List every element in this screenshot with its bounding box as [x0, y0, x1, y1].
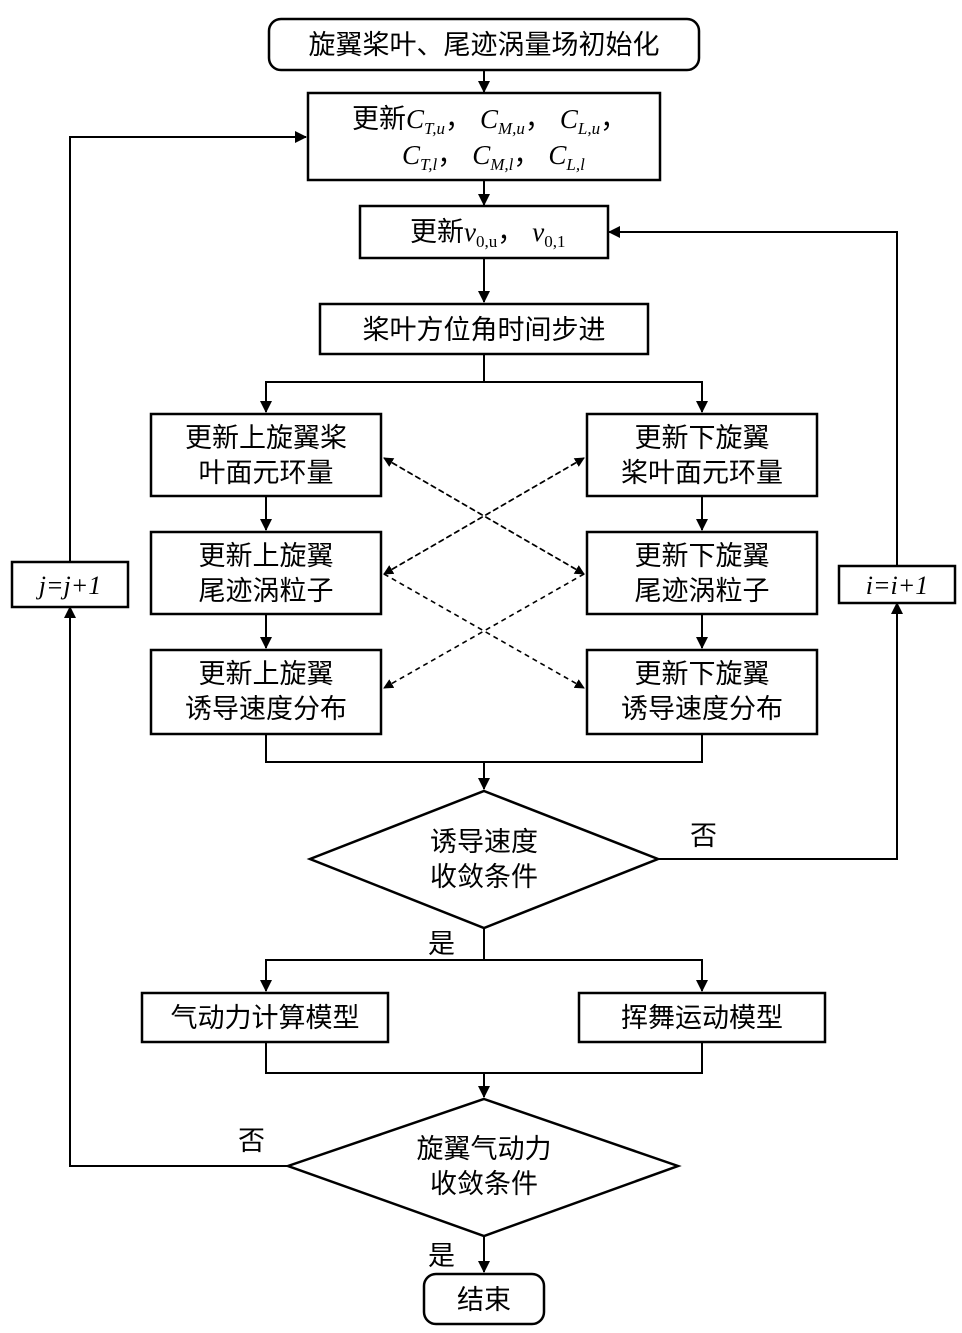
aero-conv-diamond — [284, 1097, 682, 1238]
node-lower-circ: 更新下旋翼 桨叶面元环量 — [585, 412, 819, 498]
node-upper-wake: 更新上旋翼 尾迹涡粒子 — [149, 530, 383, 616]
upper-circ-line1: 更新上旋翼桨 — [185, 423, 347, 453]
init-label: 旋翼桨叶、尾迹涡量场初始化 — [309, 30, 660, 60]
end-terminal — [422, 1272, 546, 1326]
aero-yes-label: 是 — [428, 1241, 455, 1271]
dash-upper-wake-to-lower-circ — [383, 457, 585, 575]
lower-wake-line1: 更新下旋翼 — [635, 541, 770, 571]
j-counter-box — [10, 560, 130, 609]
lower-circ-line1: 更新下旋翼 — [635, 423, 770, 453]
node-lower-induced: 更新下旋翼 诱导速度分布 — [585, 648, 819, 736]
time-step-label: 桨叶方位角时间步进 — [363, 315, 606, 345]
upper-induced-box — [149, 648, 383, 736]
dash-upper-circ-to-lower-wake — [383, 457, 585, 575]
lower-wake-line2: 尾迹涡粒子 — [635, 576, 770, 606]
node-i-counter: i=i+1 — [837, 564, 957, 605]
upper-wake-box — [149, 530, 383, 616]
update-coeffs-prefix: 更新 — [352, 104, 406, 134]
node-upper-induced: 更新上旋翼 诱导速度分布 — [149, 648, 383, 736]
update-v0-box — [358, 204, 610, 260]
node-end: 结束 — [422, 1272, 546, 1326]
upper-wake-line2: 尾迹涡粒子 — [199, 576, 334, 606]
node-update-v0: 更新v0,u，v0,1 — [358, 204, 610, 260]
arrow-induced-no — [658, 602, 903, 860]
update-coeffs-line1: 更新CT,u，CM,u，CL,u， — [352, 104, 627, 138]
lower-induced-box — [585, 648, 819, 736]
arrow-i-loop-back — [608, 226, 898, 566]
lower-circ-line2: 桨叶面元环量 — [621, 458, 783, 488]
end-label: 结束 — [457, 1285, 511, 1315]
induced-conv-diamond — [306, 789, 662, 930]
j-counter-label: j=j+1 — [36, 571, 102, 600]
upper-induced-line1: 更新上旋翼 — [199, 659, 334, 689]
merge-models — [265, 1042, 703, 1074]
init-terminal — [267, 17, 701, 72]
induced-yes-label: 是 — [428, 929, 455, 959]
node-aero-conv: 旋翼气动力 收敛条件 — [284, 1097, 682, 1238]
arrow-yes-to-aero — [260, 928, 485, 992]
upper-wake-line1: 更新上旋翼 — [199, 541, 334, 571]
node-j-counter: j=j+1 — [10, 560, 130, 609]
arrow-step-to-upper — [260, 354, 485, 413]
node-aero-model: 气动力计算模型 — [140, 991, 390, 1044]
flap-model-box — [577, 991, 827, 1044]
arrow-yes-to-flap — [484, 959, 708, 992]
connectors — [64, 70, 903, 1273]
lower-circ-box — [585, 412, 819, 498]
dash-lower-circ-to-upper-wake — [383, 457, 585, 575]
induced-conv-line2: 收敛条件 — [430, 862, 538, 892]
upper-circ-line2: 叶面元环量 — [199, 458, 334, 488]
i-counter-box — [837, 564, 957, 605]
arrow-j-loop-back — [69, 131, 307, 562]
lower-induced-line1: 更新下旋翼 — [635, 659, 770, 689]
aero-model-label: 气动力计算模型 — [171, 1003, 360, 1033]
node-flap-model: 挥舞运动模型 — [577, 991, 827, 1044]
aero-model-box — [140, 991, 390, 1044]
induced-conv-line1: 诱导速度 — [430, 827, 538, 857]
coupling-arrows — [383, 457, 585, 689]
induced-no-label: 否 — [690, 821, 717, 851]
node-lower-wake: 更新下旋翼 尾迹涡粒子 — [585, 530, 819, 616]
aero-no-label: 否 — [238, 1126, 265, 1156]
dash-upper-wake-to-lower-induced — [383, 573, 585, 689]
lower-wake-box — [585, 530, 819, 616]
aero-conv-line2: 收敛条件 — [430, 1169, 538, 1199]
dash-lower-wake-to-upper-induced — [383, 573, 585, 689]
node-time-step: 桨叶方位角时间步进 — [318, 302, 650, 356]
upper-induced-line2: 诱导速度分布 — [185, 694, 347, 724]
arrow-aero-no — [64, 606, 288, 1167]
arrow-step-to-lower — [484, 381, 708, 413]
merge-induced — [265, 734, 703, 763]
aero-conv-line1: 旋翼气动力 — [417, 1134, 552, 1164]
i-counter-label: i=i+1 — [866, 571, 929, 600]
flap-model-label: 挥舞运动模型 — [621, 1003, 783, 1033]
upper-circ-box — [149, 412, 383, 498]
update-v0-label: 更新v0,u，v0,1 — [410, 217, 565, 251]
node-induced-conv: 诱导速度 收敛条件 — [306, 789, 662, 930]
dash-lower-wake-to-upper-circ — [383, 457, 585, 575]
time-step-box — [318, 302, 650, 356]
lower-induced-line2: 诱导速度分布 — [621, 694, 783, 724]
update-coeffs-line2: CT,l，CM,l，CL,l — [402, 140, 585, 174]
node-upper-circ: 更新上旋翼桨 叶面元环量 — [149, 412, 383, 498]
node-update-coeffs: 更新CT,u，CM,u，CL,u， CT,l，CM,l，CL,l — [306, 91, 662, 182]
node-init: 旋翼桨叶、尾迹涡量场初始化 — [267, 17, 701, 72]
update-coeffs-box — [306, 91, 662, 182]
